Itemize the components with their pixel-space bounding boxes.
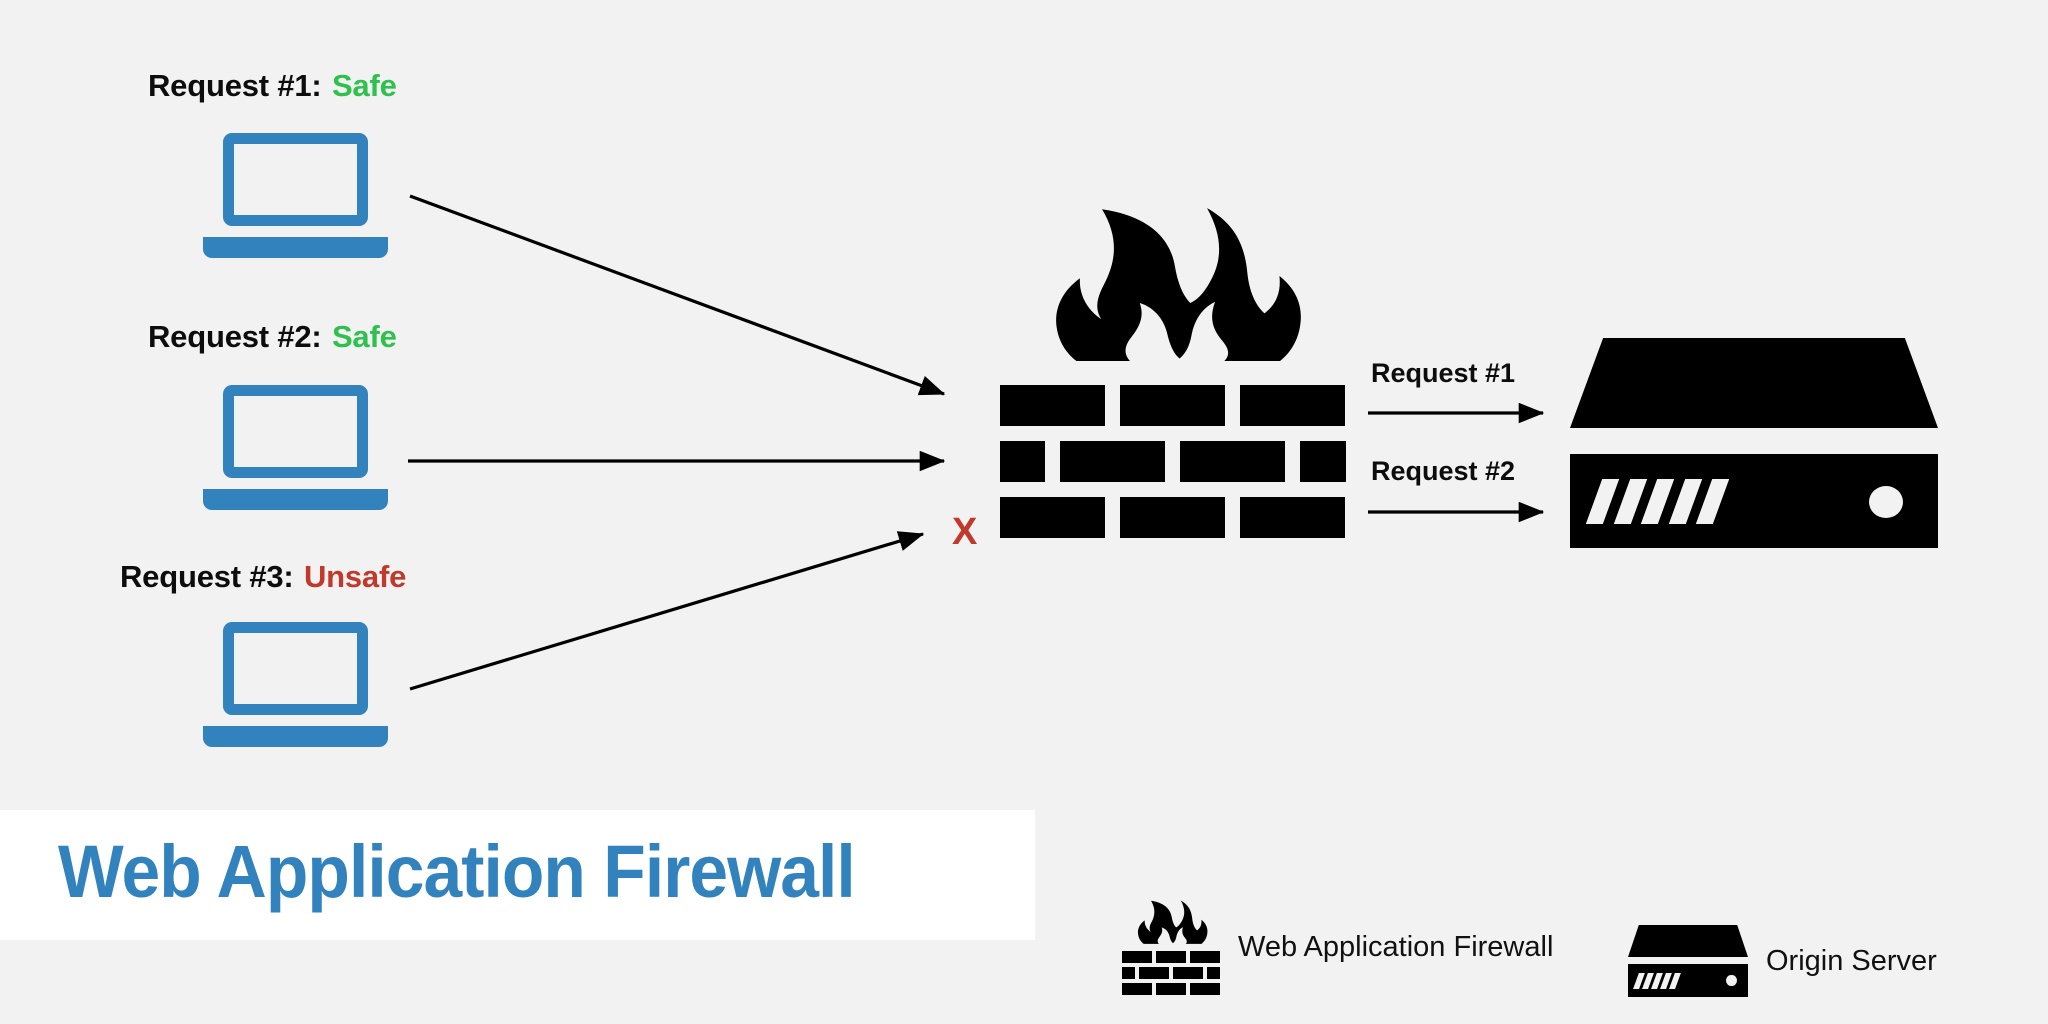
brick [1190,951,1220,963]
brick [1207,967,1221,979]
brick-row-2 [1000,441,1346,482]
brick [1156,983,1186,995]
brick-row-2 [1122,967,1221,979]
arrow-client-1-to-firewall [409,194,946,396]
forwarded-request-2-label: Request #2 [1371,456,1516,486]
laptop-notch [276,227,315,237]
brick [1190,983,1220,995]
flame-icon [1137,900,1208,944]
request-3-prefix: Request #3: [120,559,294,594]
request-1-verdict: Safe [331,68,397,103]
legend-item-firewall: Web Application Firewall [1122,898,1553,996]
request-3-verdict: Unsafe [303,559,407,594]
server-vent [1696,479,1730,525]
server-vent [1585,479,1620,525]
brick [1060,441,1166,482]
brick [1000,497,1105,538]
brick [1120,497,1225,538]
request-2-verdict: Safe [331,319,397,354]
laptop-icon-client-1[interactable] [203,133,388,258]
blocked-request-x-icon: X [952,511,978,553]
brick [1139,967,1169,979]
laptop-icon-client-2[interactable] [203,385,388,510]
request-1-prefix: Request #1: [148,68,322,103]
flame-icon [1056,208,1301,362]
firewall-icon[interactable] [1000,200,1346,545]
server-body [1628,964,1748,997]
firewall-icon [1122,898,1221,996]
laptop-screen [223,622,368,715]
brick [1240,497,1345,538]
legend-label-server: Origin Server [1766,944,1937,977]
server-vent [1668,972,1681,989]
arrow-client-3-to-firewall [409,531,925,691]
page-title: Web Application Firewall [58,830,856,913]
brick-row-3 [1000,497,1345,538]
laptop-screen [223,385,368,478]
request-1-label: Request #1: Safe [148,70,397,101]
request-3-label: Request #3: Unsafe [120,561,406,592]
legend-item-server: Origin Server [1628,925,1937,997]
forwarded-request-1-label: Request #1 [1371,358,1516,388]
brick [1156,951,1186,963]
server-led-icon [1869,485,1904,518]
server-led-icon [1725,974,1737,987]
title-banner [0,810,1035,940]
brick [1173,967,1203,979]
server-vent [1640,479,1675,525]
request-2-prefix: Request #2: [148,319,322,354]
laptop-icon-client-3[interactable] [203,622,388,747]
brick [1122,951,1152,963]
legend-label-firewall: Web Application Firewall [1238,930,1554,963]
server-vent [1613,479,1647,525]
server-lid [1570,338,1938,428]
brick [1240,385,1345,426]
brick [1000,441,1046,482]
brick-row-1 [1000,385,1345,426]
brick-row-1 [1122,951,1220,963]
server-icon [1628,925,1748,997]
brick [1000,385,1105,426]
laptop-screen [223,133,368,226]
laptop-base [203,725,388,747]
brick [1300,441,1346,482]
server-body [1570,454,1938,548]
laptop-notch [276,716,315,726]
brick [1180,441,1286,482]
brick [1120,385,1225,426]
laptop-notch [276,479,315,489]
laptop-base [203,488,388,510]
brick-row-3 [1122,983,1220,995]
server-lid [1628,925,1748,957]
request-2-label: Request #2: Safe [148,321,397,352]
server-icon[interactable] [1570,338,1938,548]
laptop-base [203,236,388,258]
brick [1122,983,1152,995]
brick [1122,967,1135,979]
